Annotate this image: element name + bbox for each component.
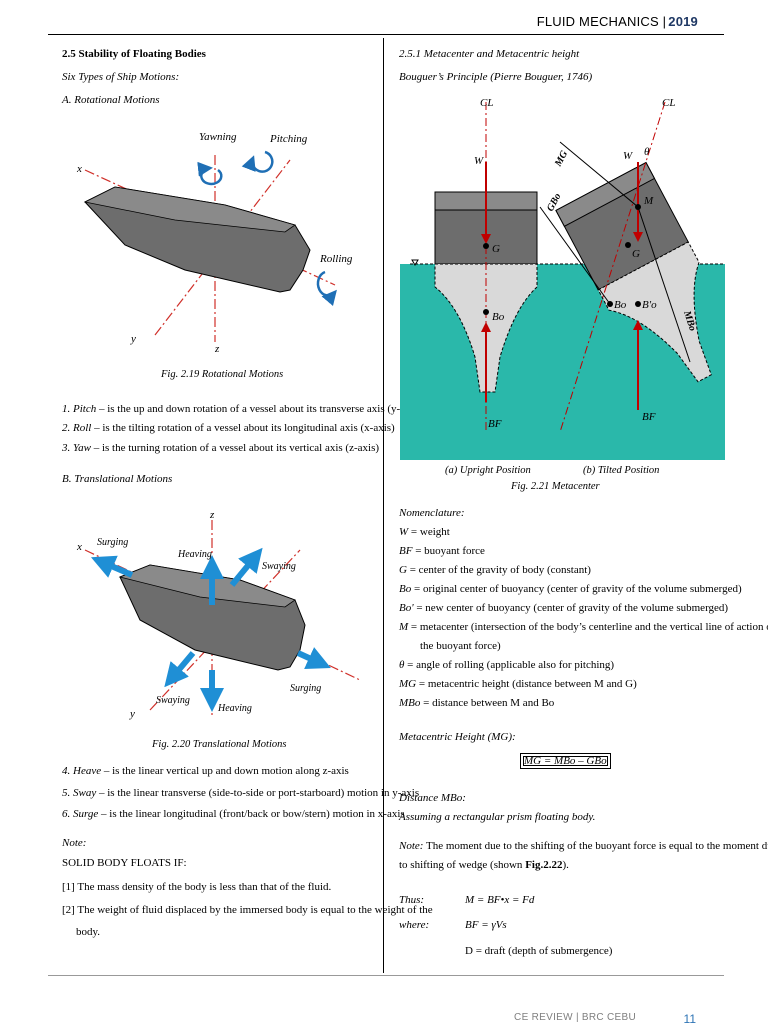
cap-upright: (a) Upright Position [445, 465, 531, 476]
nom-g: G = center of the gravity of body (const… [399, 564, 591, 576]
fig19-caption: Fig. 2.19 Rotational Motions [161, 369, 284, 380]
svg-text:BF: BF [642, 411, 656, 423]
z-label: z [214, 343, 220, 355]
nom-m-cont: the buoyant force) [420, 640, 501, 652]
svg-text:B'o: B'o [642, 299, 657, 311]
footer-text: CE REVIEW | BRC CEBU [514, 1012, 636, 1023]
svg-text:M: M [643, 195, 654, 207]
fig21-caption: Fig. 2.21 Metacenter [511, 481, 600, 492]
section-heading: 2.5 Stability of Floating Bodies [62, 48, 206, 60]
mg-formula-box: MG = MBo – GBo [520, 753, 611, 769]
note-item-2b: body. [76, 926, 101, 938]
subsection-heading: 2.5.1 Metacenter and Metacentric height [399, 48, 580, 60]
svg-text:CL: CL [480, 97, 493, 109]
svg-text:Bo: Bo [492, 311, 505, 323]
metacentric-height-title: Metacentric Height (MG): [399, 731, 516, 743]
svg-text:y: y [129, 708, 135, 720]
header-year: 2019 [668, 14, 698, 29]
header-rule [48, 34, 724, 35]
svg-text:W: W [474, 155, 484, 167]
yawning-label: Yawning [199, 131, 237, 143]
svg-text:W: W [623, 150, 633, 162]
bouguer-principle: Bouguer’s Principle (Pierre Bouguer, 174… [399, 71, 593, 83]
svg-text:MG: MG [552, 148, 570, 169]
def-yaw: 3. Yaw – is the turning rotation of a ve… [62, 442, 380, 454]
equation-moment: M = BF•x = Fd [465, 894, 535, 906]
y-label: y [130, 333, 136, 345]
footer-rule [48, 975, 724, 976]
surging-label-2: Surging [290, 683, 321, 694]
x-label: x [76, 163, 82, 175]
note-item-1: [1] The mass density of the body is less… [62, 881, 332, 893]
column-divider [383, 38, 384, 973]
subheading-translational: B. Translational Motions [62, 473, 173, 485]
surging-arrow-1 [90, 555, 134, 578]
svg-text:x: x [76, 541, 82, 553]
svg-text:G: G [492, 243, 500, 255]
header-title: FLUID MECHANICS | [536, 14, 667, 29]
translational-motions-figure: x y z Surging Heaving Swaying Swaying He… [76, 509, 361, 720]
pitching-arrow [241, 150, 274, 173]
nom-mbo: MBo = distance between M and Bo [399, 697, 555, 709]
note-item-2a: [2] The weight of fluid displaced by the… [62, 904, 433, 916]
rotational-motions-figure: x y z Yawning Pitching Rolling [76, 131, 353, 355]
subheading-motions: Six Types of Ship Motions: [62, 71, 180, 83]
def-sway: 5. Sway – is the linear transverse (side… [62, 787, 420, 799]
nom-theta: θ = angle of rolling (applicable also fo… [399, 659, 615, 671]
pitching-label: Pitching [269, 133, 308, 145]
rolling-arrow [316, 270, 337, 307]
def-pitch: 1. Pitch – is the up and down rotation o… [62, 403, 422, 415]
ship-deck-1 [83, 186, 296, 233]
page-header: FLUID MECHANICS |2019 [537, 14, 698, 29]
yawning-arrow [197, 161, 223, 186]
equation-bf: BF = γVs [465, 919, 507, 931]
cap-tilted: (b) Tilted Position [583, 465, 660, 476]
surging-label-1: Surging [97, 537, 128, 548]
svg-text:BF: BF [488, 418, 502, 430]
note-label-left: Note: [62, 837, 87, 849]
distance-title: Distance MBo: [399, 792, 466, 804]
swaying-label-1: Swaying [262, 561, 296, 572]
def-roll: 2. Roll – is the tilting rotation of a v… [62, 422, 395, 434]
def-surge: 6. Surge – is the linear longitudinal (f… [62, 808, 405, 820]
nom-bf: BF = buoyant force [399, 545, 485, 557]
svg-text:CL: CL [662, 97, 675, 109]
note-title: SOLID BODY FLOATS IF: [62, 857, 187, 869]
nom-bo-prime: Bo' = new center of buoyancy (center of … [399, 602, 729, 614]
swaying-label-2: Swaying [156, 695, 190, 706]
svg-text:z: z [209, 509, 215, 521]
surging-arrow-2 [296, 647, 331, 669]
swaying-arrow-1 [229, 547, 263, 587]
nom-bo: Bo = original center of buoyancy (center… [399, 583, 742, 595]
nom-mg: MG = metacentric height (distance betwee… [399, 678, 637, 690]
equation-draft: D = draft (depth of submergence) [465, 945, 613, 957]
swaying-arrow-2 [164, 651, 196, 688]
metacenter-figure: CL CL W W θ G G Bo Bo B'o M BF BF MG GBo… [400, 97, 725, 460]
def-heave: 4. Heave – is the linear vertical up and… [62, 765, 349, 777]
nom-m: M = metacenter (intersection of the body… [399, 621, 768, 633]
svg-text:G: G [632, 248, 640, 260]
where-label: where: [399, 919, 430, 931]
nom-w: W = weight [399, 526, 450, 538]
heaving-label-1: Heaving [177, 549, 212, 560]
fig20-caption: Fig. 2.20 Translational Motions [152, 739, 287, 750]
nomenclature-title: Nomenclature: [399, 507, 465, 519]
assumption: Assuming a rectangular prism floating bo… [399, 811, 596, 823]
page-number: 11 [683, 1012, 696, 1026]
svg-text:θ: θ [644, 146, 650, 158]
note-right-line1: Note: The moment due to the shifting of … [399, 840, 768, 852]
svg-text:Bo: Bo [614, 299, 627, 311]
rolling-label: Rolling [319, 253, 353, 265]
heaving-label-2: Heaving [217, 703, 252, 714]
note-right-line2: to shifting of wedge (shown Fig.2.22). [399, 859, 569, 871]
thus-label: Thus: [399, 894, 425, 906]
subheading-rotational: A. Rotational Motions [62, 94, 160, 106]
